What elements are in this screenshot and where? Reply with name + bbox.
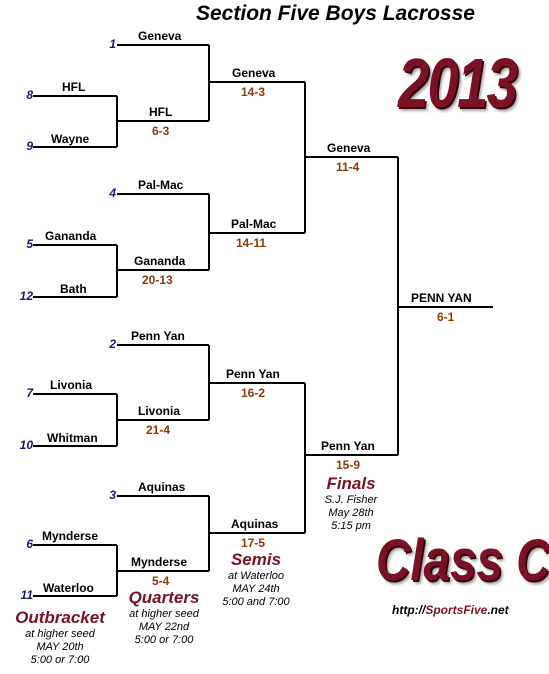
round-title: Finals bbox=[326, 474, 376, 493]
outbracket-info: Outbracket at higher seed MAY 20th 5:00 … bbox=[1, 608, 119, 667]
team-name: Livonia bbox=[50, 378, 93, 392]
round-title: Semis bbox=[230, 550, 282, 569]
team-name: Geneva bbox=[327, 141, 371, 155]
team-name: Penn Yan bbox=[226, 367, 280, 381]
game-score: 16-2 bbox=[241, 386, 266, 400]
year-logo: 2013 bbox=[398, 44, 518, 122]
round-detail: 5:00 and 7:00 bbox=[222, 596, 290, 608]
seed-label: 1 bbox=[109, 37, 116, 51]
team-name: Penn Yan bbox=[321, 439, 375, 453]
round-detail: MAY 24th bbox=[232, 583, 280, 595]
site-prefix: http:// bbox=[392, 603, 426, 617]
site-link[interactable]: http://SportsFive.net bbox=[392, 603, 509, 617]
game-score: 14-11 bbox=[236, 236, 267, 250]
team-name: Mynderse bbox=[131, 555, 188, 569]
seed-label: 9 bbox=[26, 139, 33, 153]
round-title: Outbracket bbox=[15, 608, 105, 627]
team-name: Pal-Mac bbox=[231, 217, 277, 231]
champion-score: 6-1 bbox=[437, 310, 455, 324]
class-logo: Class C bbox=[376, 528, 549, 593]
game-score: 14-3 bbox=[241, 85, 266, 99]
team-name: Wayne bbox=[51, 132, 90, 146]
team-name: Aquinas bbox=[138, 480, 186, 494]
round-detail: 5:15 pm bbox=[331, 520, 371, 532]
seed-label: 8 bbox=[26, 88, 33, 102]
seed-label: 11 bbox=[20, 588, 33, 602]
team-name: Waterloo bbox=[43, 581, 94, 595]
seed-label: 10 bbox=[19, 438, 33, 452]
round-detail: MAY 20th bbox=[36, 641, 84, 653]
game-score: 21-4 bbox=[146, 423, 171, 437]
team-name: HFL bbox=[149, 105, 173, 119]
round-detail: at higher seed bbox=[25, 628, 95, 640]
quarters-info: Quarters at higher seed MAY 22nd 5:00 or… bbox=[112, 588, 216, 647]
team-name: Pal-Mac bbox=[138, 178, 184, 192]
round-title: Quarters bbox=[128, 588, 200, 607]
seed-label: 3 bbox=[109, 488, 116, 502]
team-name: Penn Yan bbox=[131, 329, 185, 343]
team-name: HFL bbox=[62, 80, 86, 94]
finals-info: Finals S.J. Fisher May 28th 5:15 pm bbox=[305, 474, 397, 533]
champion-name: PENN YAN bbox=[411, 291, 472, 305]
game-score: 20-13 bbox=[142, 273, 173, 287]
round-detail: 5:00 or 7:00 bbox=[30, 654, 90, 666]
page-title: Section Five Boys Lacrosse bbox=[196, 2, 475, 25]
team-name: Geneva bbox=[232, 66, 276, 80]
team-name: Bath bbox=[60, 282, 87, 296]
team-name: Gananda bbox=[45, 229, 97, 243]
seed-label: 2 bbox=[109, 337, 116, 351]
round-detail: 5:00 or 7:00 bbox=[134, 634, 194, 646]
team-name: Gananda bbox=[134, 254, 186, 268]
team-name: Livonia bbox=[138, 404, 181, 418]
team-name: Geneva bbox=[138, 29, 182, 43]
seed-label: 5 bbox=[26, 237, 33, 251]
game-score: 6-3 bbox=[152, 124, 170, 138]
round-detail: at higher seed bbox=[129, 608, 199, 620]
round-detail: S.J. Fisher bbox=[324, 494, 378, 506]
team-name: Whitman bbox=[47, 431, 98, 445]
game-score: 11-4 bbox=[336, 160, 360, 174]
site-suffix: .net bbox=[487, 603, 509, 617]
round-detail: MAY 22nd bbox=[138, 621, 190, 633]
seed-label: 6 bbox=[26, 537, 33, 551]
semis-info: Semis at Waterloo MAY 24th 5:00 and 7:00 bbox=[210, 550, 302, 609]
site-brand: SportsFive bbox=[425, 603, 488, 617]
round-detail: at Waterloo bbox=[227, 570, 285, 582]
seed-label: 4 bbox=[109, 186, 116, 200]
seed-label: 12 bbox=[19, 289, 33, 303]
game-score: 15-9 bbox=[336, 458, 361, 472]
team-name: Mynderse bbox=[42, 529, 99, 543]
game-score: 17-5 bbox=[241, 536, 266, 550]
game-score: 5-4 bbox=[152, 574, 170, 588]
round-detail: May 28th bbox=[328, 507, 374, 519]
team-name: Aquinas bbox=[231, 517, 279, 531]
seed-label: 7 bbox=[26, 386, 33, 400]
